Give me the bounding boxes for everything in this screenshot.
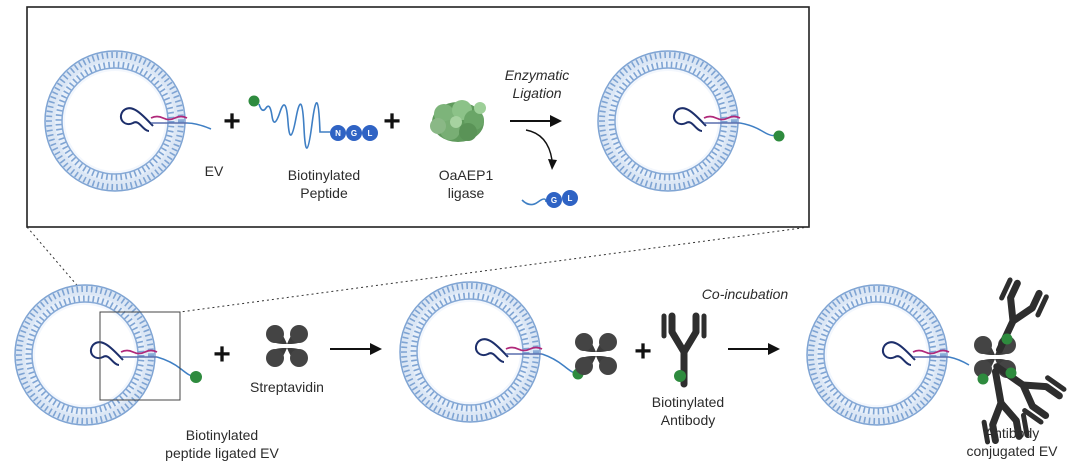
streptavidin-label: Streptavidin — [250, 379, 324, 395]
step-label-line2: Ligation — [512, 85, 561, 101]
process-arrow-icon-1 — [330, 343, 382, 355]
biotin-icon — [248, 95, 260, 107]
conjugated-ev-label-line1: Antibody — [985, 425, 1039, 441]
ev-vesicle-inset-2 — [598, 51, 785, 191]
biotin-icon — [773, 130, 785, 142]
residue-l-icon — [362, 125, 378, 141]
zoom-line-right — [179, 226, 810, 313]
antibody-label-line2: Antibody — [661, 412, 715, 428]
byproduct-residue-l: L — [568, 194, 573, 203]
plus-sign-4: + — [634, 335, 652, 368]
ev-vesicle-ligated — [15, 285, 202, 425]
residue-n-label: N — [335, 129, 341, 138]
plus-sign-3: + — [213, 338, 231, 371]
plus-sign-2: + — [383, 105, 401, 138]
ev-vesicle-streptavidin — [400, 282, 617, 422]
ligase-protein-icon — [430, 100, 486, 142]
byproduct-residue-g: G — [551, 196, 557, 205]
byproduct-dipeptide: G L — [521, 190, 578, 208]
residue-g-icon — [346, 125, 362, 141]
antibody-label-line1: Biotinylated — [652, 394, 724, 410]
plus-sign-1: + — [223, 105, 241, 138]
coincubation-label: Co-incubation — [702, 286, 789, 302]
ev-label: EV — [205, 163, 224, 179]
biotinylated-peptide: N G L — [248, 95, 378, 149]
ligated-ev-label-line1: Biotinylated — [186, 427, 258, 443]
ligase-label-line1: OaAEP1 — [439, 167, 494, 183]
step-label-line1: Enzymatic — [505, 67, 570, 83]
conjugated-ev-label-line2: conjugated EV — [966, 443, 1058, 459]
peptide-label-line1: Biotinylated — [288, 167, 360, 183]
ev-vesicle-conjugated — [807, 280, 1064, 442]
residue-g-label: G — [351, 129, 357, 138]
zoom-line-left — [26, 226, 101, 313]
peptide-label-line2: Peptide — [300, 185, 348, 201]
residue-n-icon — [330, 125, 346, 141]
biotin-icon — [1005, 367, 1017, 379]
ligated-ev-label-line2: peptide ligated EV — [165, 445, 279, 461]
antibody-icon — [664, 316, 704, 384]
process-arrow-icon-2 — [728, 343, 780, 355]
zoom-box — [99, 311, 181, 401]
ev-vesicle-inset-1 — [45, 51, 212, 191]
biotin-icon — [674, 370, 686, 382]
biotin-icon — [977, 373, 989, 385]
byproduct-arrow-icon — [525, 129, 557, 170]
biotin-icon — [190, 371, 202, 383]
streptavidin-icon — [266, 325, 308, 367]
biotin-icon — [1001, 333, 1013, 345]
residue-l-label: L — [368, 129, 373, 138]
ligase-label-line2: ligase — [448, 185, 485, 201]
ligation-arrow-icon — [510, 115, 562, 127]
